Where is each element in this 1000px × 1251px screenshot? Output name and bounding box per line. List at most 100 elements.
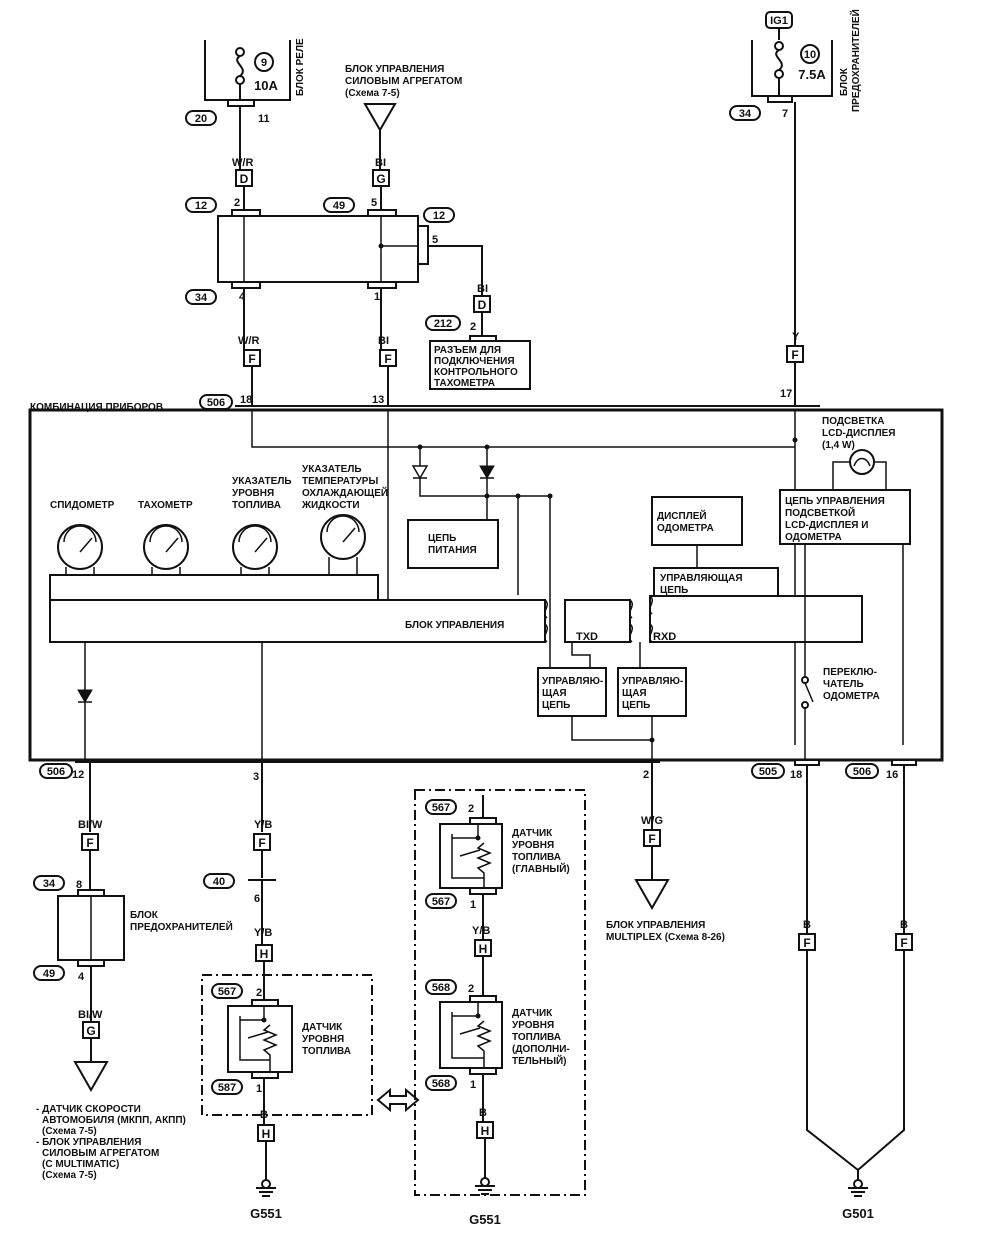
svg-text:РАЗЪЕМ ДЛЯ: РАЗЪЕМ ДЛЯ — [434, 345, 501, 356]
svg-text:Y/B: Y/B — [254, 927, 272, 939]
diode-icon — [479, 465, 495, 479]
svg-text:F: F — [791, 348, 798, 362]
svg-text:(ГЛАВНЫЙ): (ГЛАВНЫЙ) — [512, 862, 570, 875]
svg-text:568: 568 — [432, 1078, 450, 1090]
right-ground: B F B F G501 — [798, 765, 913, 1221]
power-circuit: ЦЕПЬ ПИТАНИЯ — [407, 519, 499, 569]
svg-text:2: 2 — [643, 769, 649, 781]
svg-text:34: 34 — [43, 878, 56, 890]
svg-text:Y/B: Y/B — [254, 819, 272, 831]
svg-text:СИЛОВЫМ АГРЕГАТОМ: СИЛОВЫМ АГРЕГАТОМ — [345, 76, 462, 87]
ground-icon — [475, 1185, 495, 1195]
down-arrow-icon — [73, 1061, 109, 1093]
fuel-gauge: УКАЗАТЕЛЬ УРОВНЯ ТОПЛИВА — [232, 476, 292, 580]
bottom-left-fuse-block: BI/W F 34 8 49 4 БЛОК ПРЕДОХРАНИТЕЛЕЙ BI… — [33, 762, 233, 1181]
svg-text:40: 40 — [213, 876, 225, 888]
svg-text:Y: Y — [792, 331, 800, 343]
svg-text:567: 567 — [432, 896, 450, 908]
svg-text:3: 3 — [253, 771, 259, 783]
svg-text:ЖИДКОСТИ: ЖИДКОСТИ — [301, 500, 360, 511]
svg-text:ТЕЛЬНЫЙ): ТЕЛЬНЫЙ) — [512, 1054, 567, 1067]
svg-text:34: 34 — [195, 292, 208, 304]
svg-text:G551: G551 — [250, 1206, 282, 1221]
svg-text:W/R: W/R — [238, 335, 259, 347]
svg-text:(ДОПОЛНИ-: (ДОПОЛНИ- — [512, 1044, 570, 1055]
svg-text:W/G: W/G — [641, 815, 663, 827]
svg-text:10: 10 — [804, 49, 816, 61]
svg-text:BI: BI — [477, 283, 488, 295]
svg-text:6: 6 — [254, 893, 260, 905]
svg-text:БЛОК УПРАВЛЕНИЯ: БЛОК УПРАВЛЕНИЯ — [405, 620, 504, 631]
svg-text:УПРАВЛЯЮЩАЯ: УПРАВЛЯЮЩАЯ — [660, 573, 743, 584]
svg-text:F: F — [900, 936, 907, 950]
svg-text:12: 12 — [195, 200, 207, 212]
svg-text:567: 567 — [218, 986, 236, 998]
main-control-block: БЛОК УПРАВЛЕНИЯ — [49, 595, 863, 643]
svg-text:ДАТЧИК: ДАТЧИК — [512, 828, 553, 839]
svg-text:BI: BI — [375, 157, 386, 169]
speedometer-gauge: СПИДОМЕТР — [50, 500, 115, 580]
down-arrow-icon — [634, 879, 670, 911]
svg-text:F: F — [258, 836, 265, 850]
svg-text:7.5A: 7.5A — [798, 67, 826, 82]
svg-text:D: D — [240, 172, 249, 186]
svg-text:ПИТАНИЯ: ПИТАНИЯ — [428, 545, 477, 556]
svg-text:7: 7 — [782, 108, 788, 120]
svg-text:12: 12 — [433, 210, 445, 222]
svg-text:СИЛОВЫМ АГРЕГАТОМ: СИЛОВЫМ АГРЕГАТОМ — [42, 1148, 159, 1159]
svg-text:ЦЕПЬ: ЦЕПЬ — [622, 700, 650, 711]
svg-text:ПОДСВЕТКА: ПОДСВЕТКА — [822, 416, 885, 427]
svg-text:H: H — [481, 1124, 490, 1138]
svg-text:506: 506 — [47, 766, 65, 778]
svg-text:1: 1 — [470, 1079, 476, 1091]
svg-text:ЦЕПЬ: ЦЕПЬ — [542, 700, 570, 711]
svg-text:B: B — [479, 1107, 487, 1119]
svg-text:БЛОК: БЛОК — [130, 910, 159, 921]
svg-text:H: H — [260, 947, 269, 961]
svg-text:УРОВНЯ: УРОВНЯ — [512, 840, 554, 851]
svg-text:W/R: W/R — [232, 157, 253, 169]
svg-text:ОДОМЕТРА: ОДОМЕТРА — [657, 523, 714, 534]
svg-text:RXD: RXD — [653, 631, 676, 643]
svg-text:212: 212 — [434, 318, 452, 330]
svg-text:ДАТЧИК: ДАТЧИК — [302, 1022, 343, 1033]
svg-text:ТАХОМЕТРА: ТАХОМЕТРА — [434, 378, 495, 389]
svg-text:2: 2 — [468, 983, 474, 995]
svg-text:MULTIPLEX (Схема 8-26): MULTIPLEX (Схема 8-26) — [606, 932, 725, 943]
svg-text:ОХЛАЖДАЮЩЕЙ: ОХЛАЖДАЮЩЕЙ — [302, 486, 388, 499]
svg-text:BI/W: BI/W — [78, 1009, 103, 1021]
fuse-number: 9 — [261, 57, 267, 69]
bulb-icon — [849, 449, 875, 475]
svg-text:1: 1 — [374, 291, 380, 303]
svg-text:УКАЗАТЕЛЬ: УКАЗАТЕЛЬ — [232, 476, 292, 487]
fuse-box: IG1 10 7.5A БЛОК ПРЕДОХРАНИТЕЛЕЙ 34 7 Y … — [729, 9, 862, 406]
svg-text:- БЛОК УПРАВЛЕНИЯ: - БЛОК УПРАВЛЕНИЯ — [36, 1137, 141, 1148]
svg-text:УПРАВЛЯЮ-: УПРАВЛЯЮ- — [622, 676, 683, 687]
rxd-control-circuit: УПРАВЛЯЮ- ЩАЯ ЦЕПЬ — [617, 667, 687, 717]
tach-connector: BI D 2 212 РАЗЪЕМ ДЛЯ ПОДКЛЮЧЕНИЯ КОНТРО… — [425, 283, 531, 390]
svg-text:ТОПЛИВА: ТОПЛИВА — [512, 1032, 561, 1043]
relay-block-label: БЛОК РЕЛЕ — [295, 38, 306, 96]
svg-text:F: F — [803, 936, 810, 950]
svg-text:УРОВНЯ: УРОВНЯ — [302, 1034, 344, 1045]
svg-text:G: G — [86, 1024, 95, 1038]
svg-text:8: 8 — [76, 879, 82, 891]
txd-control-circuit: УПРАВЛЯЮ- ЩАЯ ЦЕПЬ — [537, 667, 607, 717]
junction-connector: 12 2 49 5 12 5 34 4 1 W/R F BI F — [185, 197, 483, 406]
ground-icon — [256, 1187, 276, 1197]
svg-text:УРОВНЯ: УРОВНЯ — [232, 488, 274, 499]
ground-icon — [848, 1187, 868, 1197]
svg-text:IG1: IG1 — [770, 15, 788, 27]
svg-text:2: 2 — [470, 321, 476, 333]
svg-text:(Схема 7-5): (Схема 7-5) — [42, 1126, 97, 1137]
svg-text:587: 587 — [218, 1082, 236, 1094]
svg-text:20: 20 — [195, 113, 207, 125]
multiplex-reference: W/G F БЛОК УПРАВЛЕНИЯ MULTIPLEX (Схема 8… — [606, 762, 725, 943]
svg-text:Y/B: Y/B — [472, 925, 490, 937]
svg-text:УРОВНЯ: УРОВНЯ — [512, 1020, 554, 1031]
svg-text:ПРЕДОХРАНИТЕЛЕЙ: ПРЕДОХРАНИТЕЛЕЙ — [849, 9, 862, 112]
svg-text:F: F — [248, 352, 255, 366]
svg-text:2: 2 — [468, 803, 474, 815]
fuel-sender-dual: 567 2 ДАТЧИК УРОВНЯ ТОПЛИВА (ГЛАВНЫЙ) 56… — [414, 789, 586, 1227]
svg-text:ТОПЛИВА: ТОПЛИВА — [512, 852, 561, 863]
